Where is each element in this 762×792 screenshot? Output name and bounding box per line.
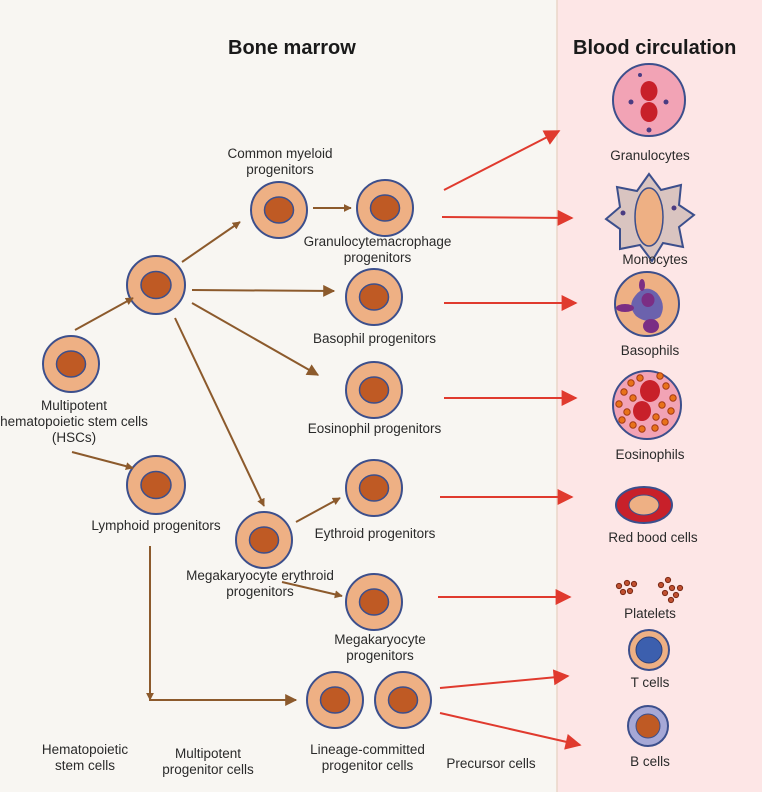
label-precursor-cells: Precursor cells xyxy=(446,756,536,771)
t-cell xyxy=(628,629,670,671)
mep-cell xyxy=(235,511,293,569)
label-monocytes: Monocytes xyxy=(622,252,688,267)
eosinophil-cell xyxy=(612,370,682,440)
multipotent-progenitor-cell xyxy=(126,255,186,315)
monocyte-cell xyxy=(604,172,696,263)
label-common-myeloid: Common myeloid progenitors xyxy=(227,146,333,177)
arrow-to-b-cells xyxy=(439,712,582,750)
label-hematopoietic-stem-cells: Hematopoietic stem cells xyxy=(41,742,129,773)
label-multipotent-progenitor-cells: Multipotent progenitor cells xyxy=(162,746,254,777)
megakaryocyte-progenitor-cell xyxy=(345,573,403,631)
label-gm-progenitors: Granulocytemacrophage progenitors xyxy=(303,234,452,265)
arrow-hsc-to-lymphoid xyxy=(71,451,134,471)
label-mep: Megakaryocyte erythroid progenitors xyxy=(186,568,334,599)
label-megakaryocyte: Megakaryocyte progenitors xyxy=(334,632,426,663)
label-granulocytes: Granulocytes xyxy=(610,148,690,163)
label-eosinophil-progenitors: Eosinophil progenitors xyxy=(307,421,442,436)
granulocyte-cell xyxy=(612,63,686,137)
arrow-to-monocytes xyxy=(441,209,574,226)
arrow-mpp-to-eosinophil xyxy=(191,302,320,376)
basophil-cell xyxy=(614,271,680,337)
label-b-cells: B cells xyxy=(630,754,670,769)
arrow-mep-to-megakaryocyte xyxy=(281,581,343,599)
arrow-to-granulocytes xyxy=(443,130,561,191)
arrow-mep-to-erythroid xyxy=(295,497,341,523)
gm-progenitor-cell xyxy=(356,179,414,237)
b-cell xyxy=(627,705,669,747)
arrow-to-t-cells xyxy=(439,669,570,689)
lineage-committed-cell-2 xyxy=(374,671,432,729)
label-basophil-progenitors: Basophil progenitors xyxy=(312,331,437,346)
label-lymphoid: Lymphoid progenitors xyxy=(91,518,221,533)
arrow-mpp-to-cmp xyxy=(181,221,241,263)
platelets-cluster xyxy=(615,576,684,604)
erythroid-progenitor-cell xyxy=(345,459,403,517)
label-basophils: Basophils xyxy=(620,343,680,358)
common-myeloid-progenitor-cell xyxy=(250,181,308,239)
red-blood-cell xyxy=(615,486,673,524)
label-platelets: Platelets xyxy=(624,606,676,621)
bone-marrow-region xyxy=(0,0,557,792)
bone-marrow-header: Bone marrow xyxy=(228,37,356,59)
blood-circulation-header: Blood circulation xyxy=(573,37,737,59)
arrow-mpp-to-basophil xyxy=(191,284,336,297)
hsc-cell xyxy=(42,335,100,393)
basophil-progenitor-cell xyxy=(345,268,403,326)
label-t-cells: T cells xyxy=(630,675,670,690)
lymphoid-progenitor-cell xyxy=(126,455,186,515)
lineage-committed-cell-1 xyxy=(306,671,364,729)
arrow-mpp-to-mep xyxy=(174,317,265,507)
label-eosinophils: Eosinophils xyxy=(615,447,685,462)
label-lineage-committed: Lineage-committed progenitor cells xyxy=(310,742,425,773)
arrow-hsc-to-mpp xyxy=(74,297,134,331)
label-hscs: Multipotent hematopoietic stem cells (HS… xyxy=(0,398,148,445)
eosinophil-progenitor-cell xyxy=(345,361,403,419)
label-erythroid: Eythroid progenitors xyxy=(314,526,436,541)
label-red-blood-cells: Red bood cells xyxy=(608,530,698,545)
